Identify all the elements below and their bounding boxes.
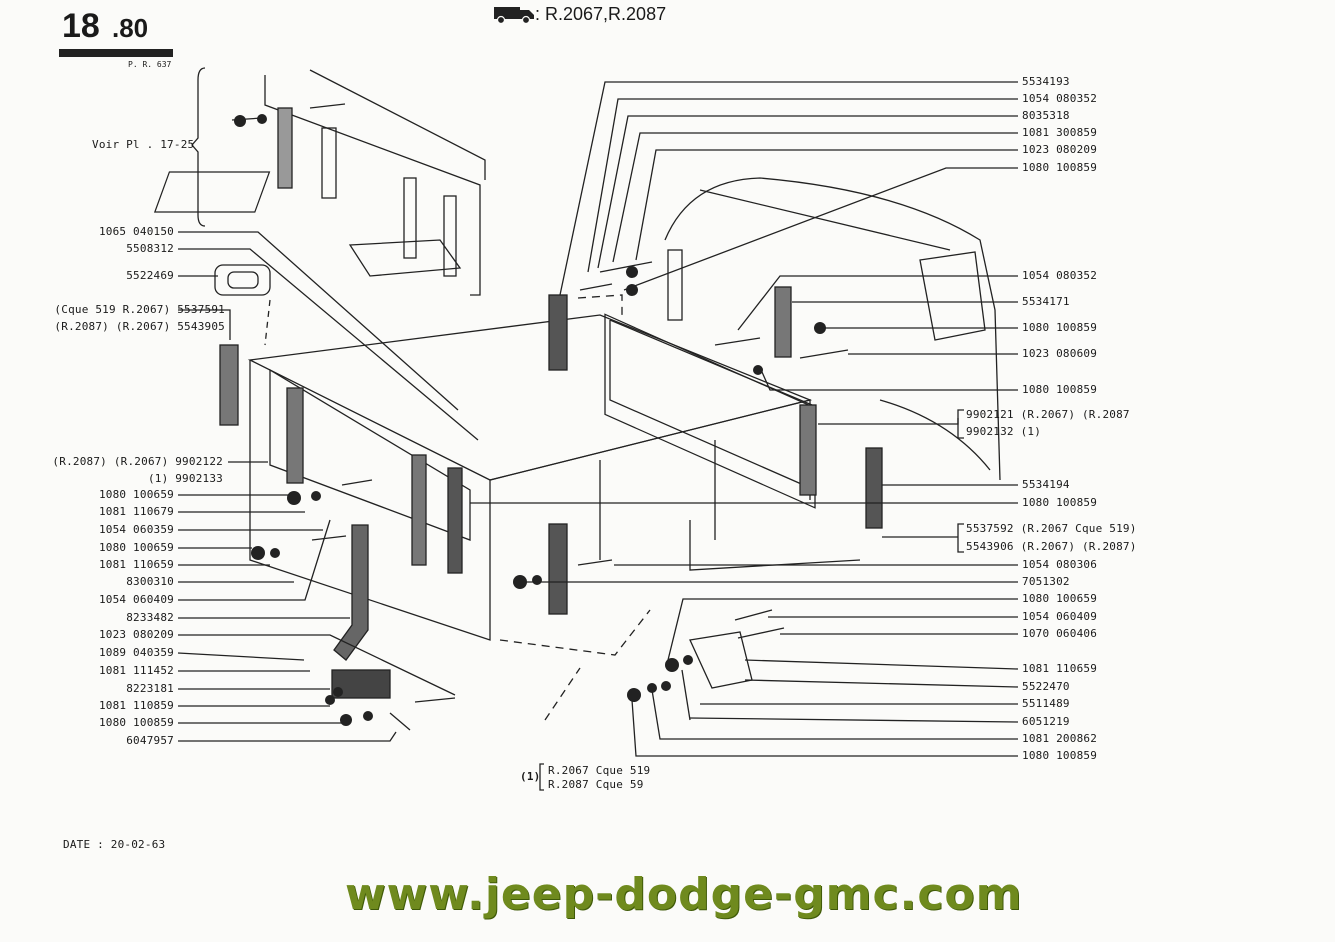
part-label: 6051219: [1022, 715, 1070, 728]
part-label: 1054 060409: [1022, 610, 1098, 623]
part-label: 1080 100859: [1022, 321, 1098, 334]
part-label: 1081 110659: [1022, 662, 1098, 675]
part-label: 1023 080209: [98, 628, 174, 641]
part-label: 7051302: [1022, 575, 1070, 588]
part-label: 9902121 (R.2067) (R.2087: [966, 408, 1130, 421]
part-label: 8035318: [1022, 109, 1070, 122]
part-label: 1081 200862: [1022, 732, 1098, 745]
part-label: 1023 080609: [1022, 347, 1098, 360]
part-label: 1081 110859: [98, 699, 174, 712]
part-label: 8300310: [126, 575, 174, 588]
part-label: 8233482: [126, 611, 174, 624]
see-plate-note: Voir Pl . 17-25: [92, 138, 195, 151]
part-label: 5511489: [1022, 697, 1070, 710]
part-label: 1070 060406: [1022, 627, 1098, 640]
part-label: 5534193: [1022, 75, 1070, 88]
footnote-marker: (1): [520, 770, 541, 783]
part-label: 1023 080209: [1022, 143, 1098, 156]
part-label: (R.2087) (R.2067) 5543905: [54, 320, 225, 333]
date-label: DATE : 20-02-63: [63, 838, 166, 851]
part-label: 1054 060359: [98, 523, 174, 536]
part-label: 1081 110679: [98, 505, 174, 518]
footnote-line: R.2087 Cque 59: [548, 778, 644, 791]
part-label: (1) 9902133: [147, 472, 223, 485]
part-label: 5534194: [1022, 478, 1070, 491]
part-label: 9902132 (1): [966, 425, 1042, 438]
part-label: (Cque 519 R.2067) 5537591: [54, 303, 225, 316]
page-subnumber: .80: [112, 13, 149, 43]
part-label: 1080 100859: [1022, 161, 1098, 174]
footnote-line: R.2067 Cque 519: [548, 764, 651, 777]
part-label: 5537592 (R.2067 Cque 519): [966, 522, 1137, 535]
part-label: 6047957: [126, 734, 174, 747]
part-label: 1081 111452: [98, 664, 174, 677]
part-label: 1080 100659: [1022, 592, 1098, 605]
part-label: 1081 300859: [1022, 126, 1098, 139]
part-label: 5508312: [126, 242, 174, 255]
truck-icon: [494, 7, 534, 24]
plate-reference: P. R. 637: [128, 60, 172, 69]
part-label: 1054 060409: [98, 593, 174, 606]
part-label: 8223181: [126, 682, 174, 695]
part-label: 1080 100859: [1022, 383, 1098, 396]
part-label: 1080 100659: [98, 488, 174, 501]
part-label: 5534171: [1022, 295, 1070, 308]
part-label: 1080 100659: [98, 541, 174, 554]
part-label: 1081 110659: [98, 558, 174, 571]
part-label: 1080 100859: [1022, 496, 1098, 509]
part-label: 5522470: [1022, 680, 1070, 693]
part-label: 1089 040359: [98, 646, 174, 659]
part-label: 1080 100859: [1022, 749, 1098, 762]
part-label: 1054 080306: [1022, 558, 1098, 571]
page-number: 18: [62, 7, 100, 45]
model-list: : R.2067,R.2087: [535, 4, 667, 24]
part-label: (R.2087) (R.2067) 9902122: [52, 455, 223, 468]
part-label: 1065 040150: [98, 225, 174, 238]
part-label: 1080 100859: [98, 716, 174, 729]
part-label: 5543906 (R.2067) (R.2087): [966, 540, 1137, 553]
watermark-url[interactable]: www.jeep-dodge-gmc.com: [345, 869, 1023, 920]
part-label: 5522469: [126, 269, 174, 282]
part-label: 1054 080352: [1022, 92, 1098, 105]
part-label: 1054 080352: [1022, 269, 1098, 282]
